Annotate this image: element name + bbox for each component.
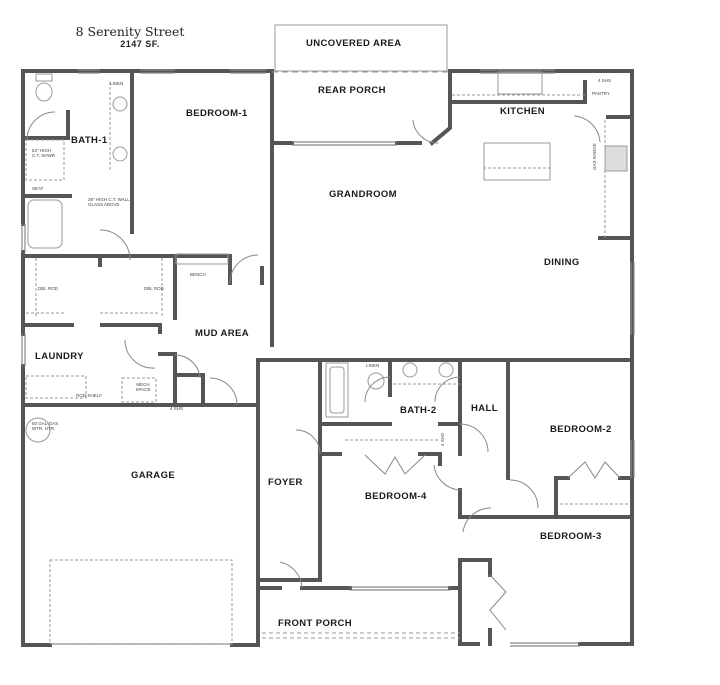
note-seat: SEAT	[32, 186, 44, 191]
note-shelves-hall: 4 SHS	[440, 432, 445, 446]
room-label-hall: HALL	[471, 403, 498, 414]
note-water-heater: 50 GAL-GAS WTR. HTR.	[32, 421, 59, 431]
note-dbl-rod-right: DBL ROD	[144, 286, 164, 291]
room-label-rear-porch: REAR PORCH	[318, 85, 386, 96]
note-linen-1: LINEN	[110, 81, 124, 86]
note-gas-range: GAS RANGE	[592, 143, 597, 170]
note-glass-wall: 36" HIGH C.T. WALL GLASS ABOVE	[88, 197, 130, 207]
room-label-kitchen: KITCHEN	[500, 106, 546, 117]
room-label-garage: GARAGE	[131, 470, 176, 481]
square-footage: 2147 SF.	[120, 39, 160, 49]
note-shelves-pantry: 4 SHS	[598, 78, 612, 83]
room-label-grandroom: GRANDROOM	[329, 189, 397, 200]
room-label-bedroom-2: BEDROOM-2	[550, 424, 612, 435]
room-label-front-porch: FRONT PORCH	[278, 618, 353, 629]
room-label-bedroom-1: BEDROOM-1	[186, 108, 248, 119]
note-rod-shelf: ROD-SHELF	[76, 393, 103, 398]
room-label-foyer: FOYER	[268, 477, 303, 488]
note-shelves-mud: 4 SHS	[170, 406, 184, 411]
room-label-laundry: LAUNDRY	[35, 351, 84, 362]
room-label-uncovered-area: UNCOVERED AREA	[306, 38, 402, 49]
note-mech-space: MECH SPACE	[135, 382, 151, 392]
address-title: 8 Serenity Street	[75, 24, 185, 39]
room-label-bath-2: BATH-2	[400, 405, 437, 416]
room-label-dining: DINING	[544, 257, 580, 268]
note-shower: 54" HIGH C.T. SHWR	[32, 148, 55, 158]
note-bench: BENCH	[190, 272, 206, 277]
room-label-bedroom-4: BEDROOM-4	[365, 491, 427, 502]
note-pantry: PANTRY	[592, 91, 610, 96]
note-linen-2: LINEN	[366, 363, 380, 368]
note-dbl-rod-left: DBL ROD	[38, 286, 58, 291]
room-label-bedroom-3: BEDROOM-3	[540, 531, 602, 542]
room-label-bath-1: BATH-1	[71, 135, 108, 146]
room-label-mud-area: MUD AREA	[195, 328, 250, 339]
